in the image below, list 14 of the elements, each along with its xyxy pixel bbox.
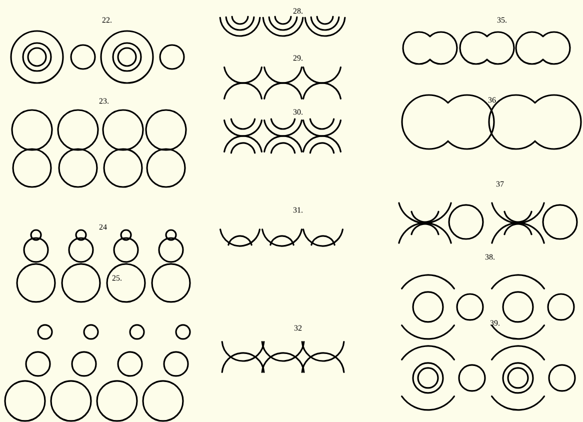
figure-number: 35. — [497, 17, 506, 23]
figure-number: 29. — [293, 55, 302, 61]
figure-number: 37 — [496, 181, 504, 187]
figure-number: 23. — [99, 98, 108, 104]
figure-number: 31. — [293, 207, 302, 213]
figure-number: 32 — [294, 325, 302, 331]
figure-number: 24 — [99, 224, 107, 230]
figure-number: 36 — [488, 97, 496, 103]
figure-number: 22. — [102, 17, 112, 23]
figure-number: 39. — [490, 320, 500, 326]
figure-number: 25. — [112, 275, 122, 281]
figure-number: 28. — [293, 8, 302, 14]
figure-number: 30. — [293, 109, 302, 115]
figure-number: 38. — [485, 254, 494, 260]
